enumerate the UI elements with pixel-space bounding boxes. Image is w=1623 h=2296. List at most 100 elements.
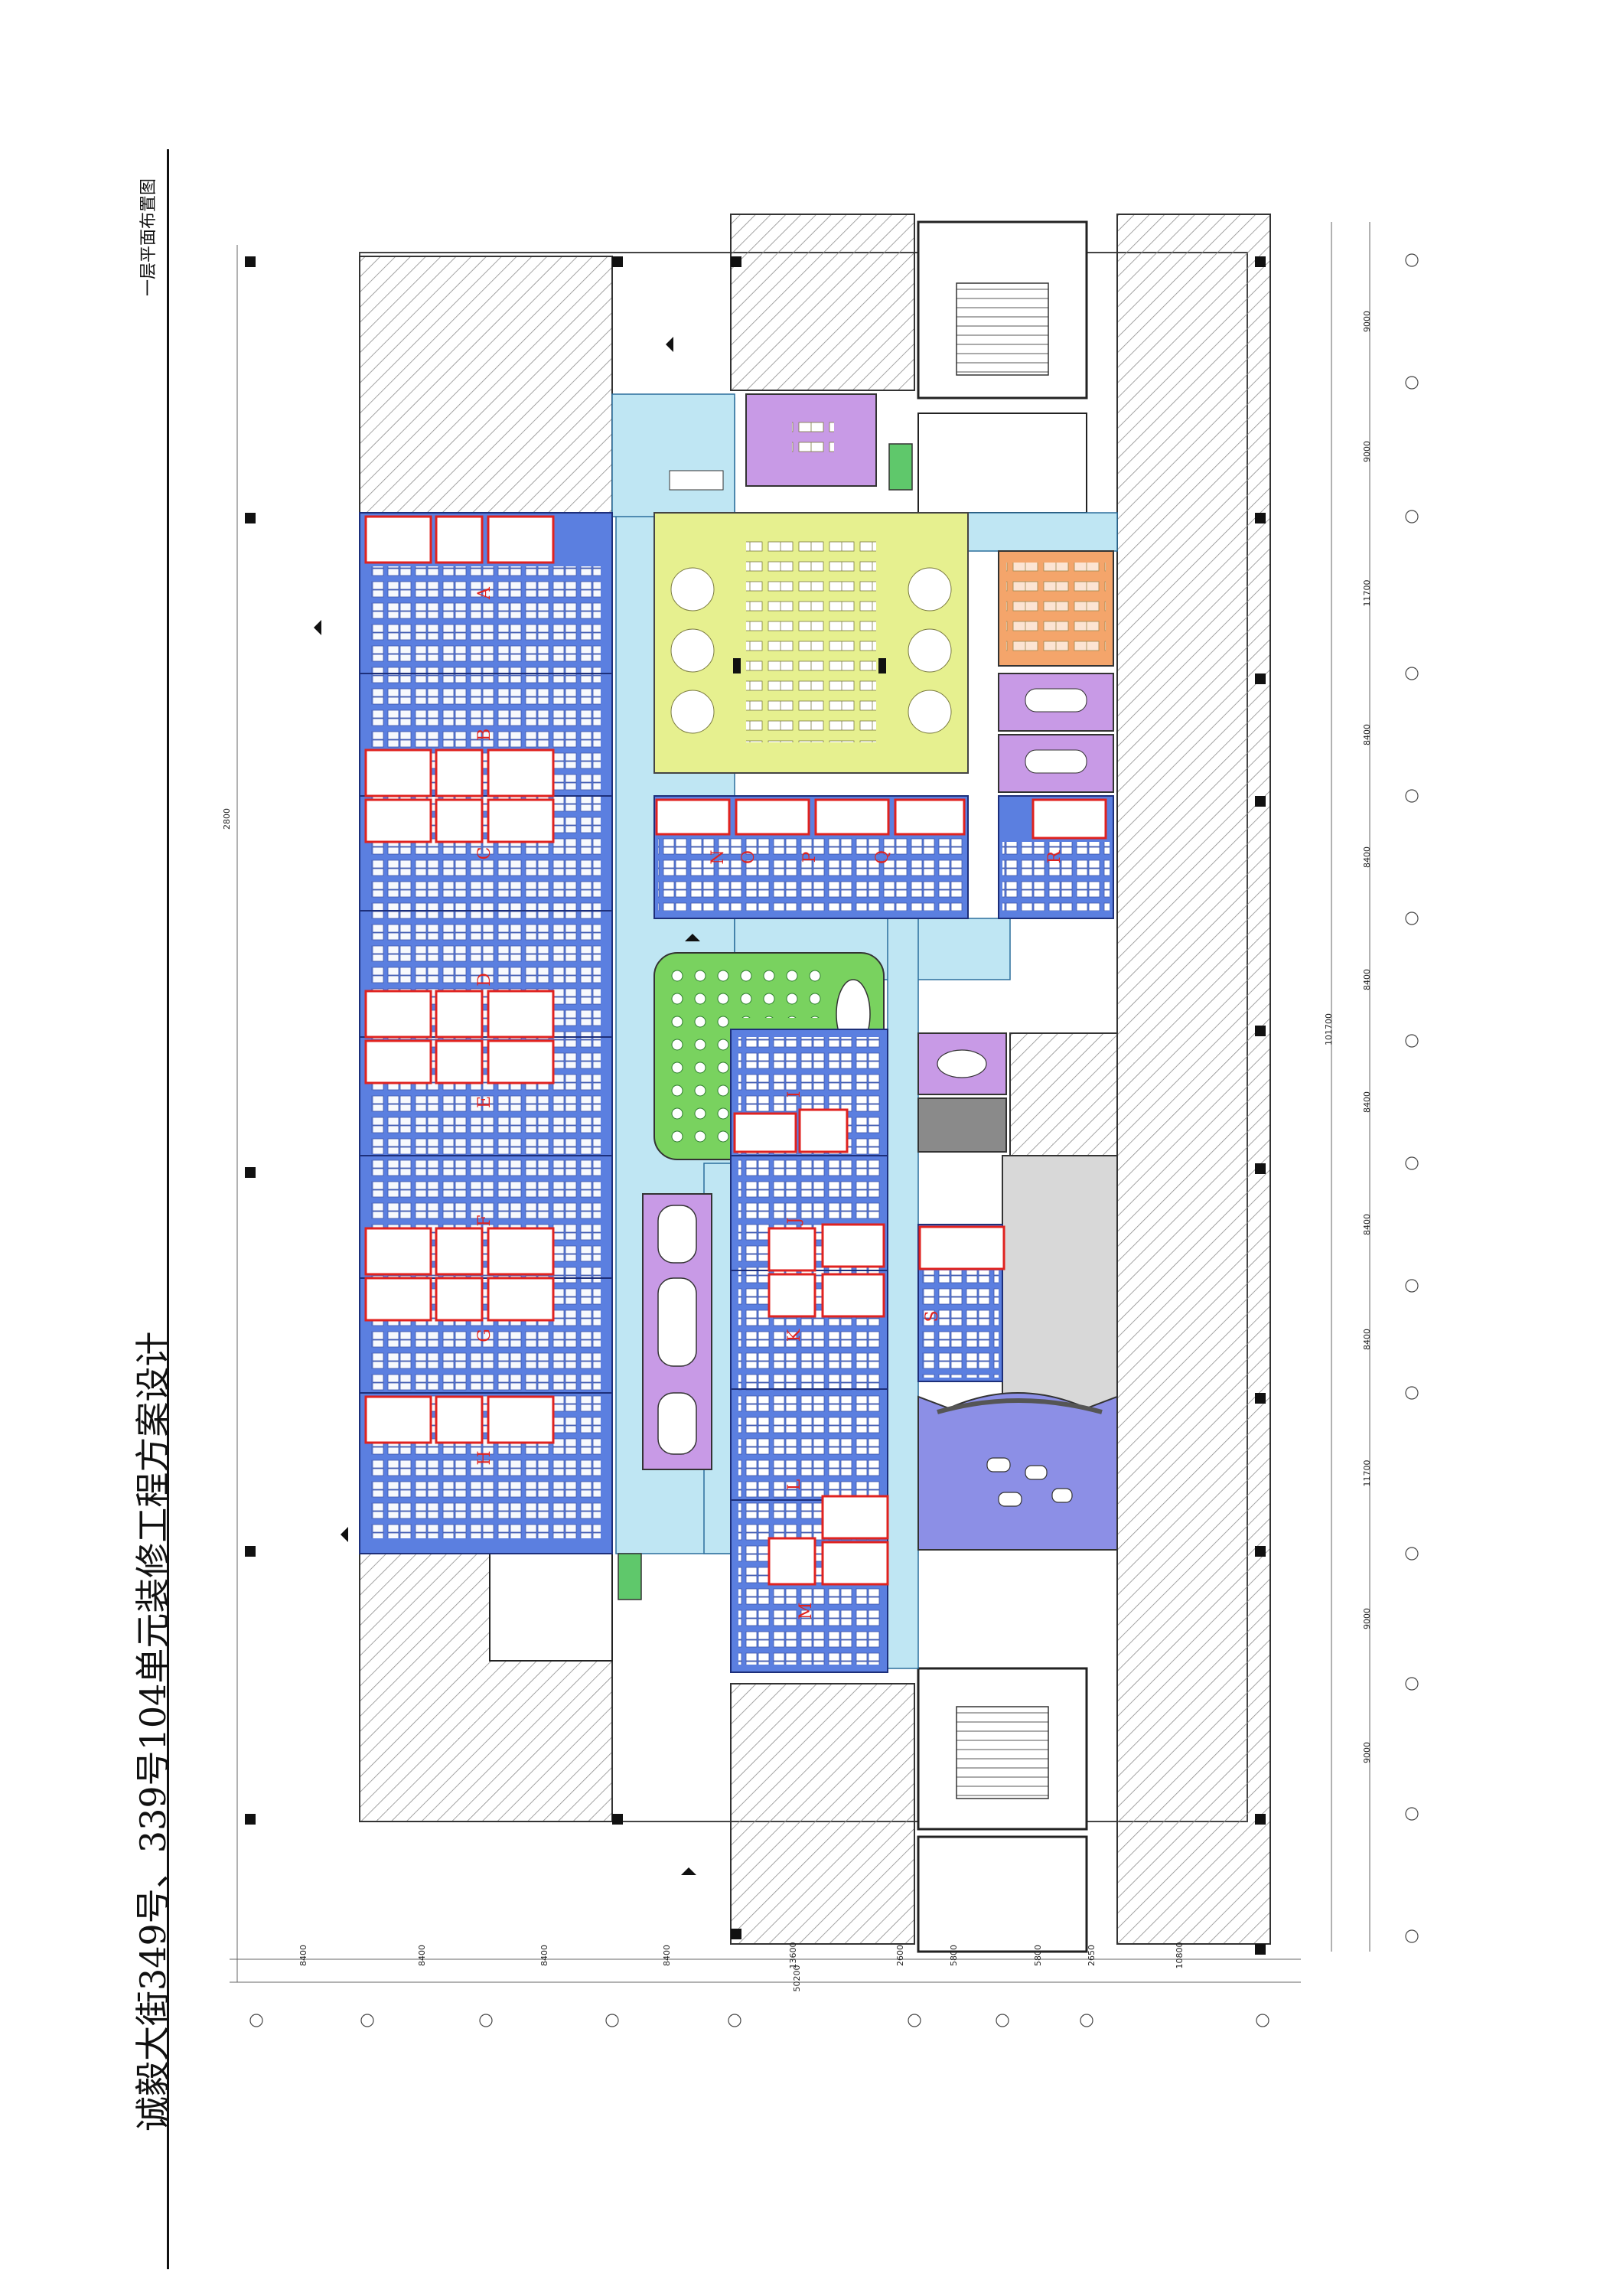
column bbox=[733, 658, 741, 673]
meeting-room-east-1 bbox=[998, 673, 1114, 732]
zone-letter: G bbox=[475, 1329, 494, 1342]
zone-letter: P bbox=[800, 851, 820, 863]
hatched-area-north-mid bbox=[730, 214, 915, 391]
private-office bbox=[768, 1273, 816, 1318]
zone-letter: K bbox=[785, 1329, 804, 1342]
dimension-label: 13600 bbox=[788, 1942, 798, 1969]
dimension-label: 8400 bbox=[417, 1945, 427, 1966]
zone-letter: C bbox=[475, 847, 494, 860]
entrance-arrow bbox=[685, 934, 700, 941]
office-r-desks bbox=[1002, 842, 1110, 911]
dimension-label: 9000 bbox=[1362, 311, 1372, 332]
private-office bbox=[435, 748, 484, 797]
zone-letter: J bbox=[785, 1218, 804, 1226]
dimension-label: 2600 bbox=[895, 1945, 905, 1966]
reception-desk bbox=[669, 470, 724, 491]
zone-letter: H bbox=[475, 1450, 494, 1465]
dimension-label: 8400 bbox=[1362, 1091, 1372, 1113]
private-office bbox=[435, 798, 484, 843]
private-office bbox=[364, 798, 432, 843]
entrance-lobby bbox=[611, 393, 735, 517]
dimension-label: 2650 bbox=[1087, 1945, 1097, 1966]
server-room bbox=[917, 1097, 1007, 1153]
axis-bubbles bbox=[249, 253, 1419, 2027]
open-office-north bbox=[653, 512, 969, 774]
private-office bbox=[487, 1227, 555, 1276]
private-office bbox=[364, 1395, 432, 1444]
private-office bbox=[364, 1039, 432, 1084]
private-office bbox=[435, 1395, 484, 1444]
open-office-desks bbox=[746, 536, 876, 742]
meeting-row-desks bbox=[658, 834, 964, 911]
small-meeting-room bbox=[917, 1032, 1007, 1095]
meeting-table bbox=[1025, 749, 1087, 774]
zone-letter: I bbox=[785, 1091, 804, 1098]
center-offices bbox=[730, 1029, 889, 1673]
north-meeting-rooms bbox=[653, 795, 969, 919]
private-office bbox=[435, 1227, 484, 1276]
private-office bbox=[733, 1112, 797, 1153]
zone-letter-labels: A B C D E F G H I J K L M N O P Q R S bbox=[475, 586, 1064, 1619]
private-office bbox=[821, 1223, 885, 1268]
reception-hall bbox=[917, 1392, 1118, 1551]
right-dimensions: 9000 9000 11700 8400 8400 8400 8400 8400… bbox=[222, 311, 1372, 1763]
stair-south bbox=[956, 1706, 1049, 1799]
hatched-area-northwest bbox=[359, 256, 613, 514]
bottom-dimensions: 8400 8400 8400 8400 13600 2600 5800 5800… bbox=[298, 1942, 1185, 1992]
private-office bbox=[364, 990, 432, 1039]
dimension-label: 8400 bbox=[1362, 1329, 1372, 1350]
dimension-label: 9000 bbox=[1362, 441, 1372, 462]
private-office bbox=[487, 748, 555, 797]
west-meeting-stack bbox=[618, 1193, 712, 1600]
zone-letter: F bbox=[475, 1215, 494, 1226]
private-office bbox=[768, 1227, 816, 1272]
dimension-label: 8400 bbox=[1362, 1214, 1372, 1235]
zone-letter: B bbox=[475, 729, 494, 741]
dimension-label: 5800 bbox=[1033, 1945, 1043, 1966]
reception-sofas bbox=[986, 1457, 1073, 1507]
east-mid-rooms bbox=[917, 1032, 1007, 1382]
zone-letter: R bbox=[1045, 850, 1064, 863]
private-office bbox=[821, 1495, 889, 1540]
title-divider-rule bbox=[167, 149, 169, 2269]
meeting-table bbox=[657, 1277, 697, 1367]
toilet-block-east bbox=[1002, 1155, 1118, 1409]
private-office bbox=[894, 798, 966, 836]
private-office bbox=[435, 990, 484, 1039]
entrance-arrow bbox=[666, 337, 673, 352]
entrance-arrow bbox=[341, 1527, 348, 1542]
lounge-seating-north bbox=[735, 964, 826, 1018]
entrance-arrow bbox=[681, 1867, 696, 1875]
zone-letter: D bbox=[475, 973, 494, 987]
dimension-label: 8400 bbox=[1362, 969, 1372, 990]
dimension-label: 10800 bbox=[1175, 1942, 1185, 1969]
dimension-total: 50200 bbox=[792, 1965, 802, 1992]
private-office bbox=[435, 515, 484, 564]
axis-grid-lines bbox=[230, 222, 1370, 1983]
column bbox=[878, 658, 886, 673]
lift-core-south bbox=[917, 1835, 1088, 1953]
west-office-wing bbox=[359, 512, 613, 1554]
lounge-seating-west bbox=[662, 964, 731, 1148]
washroom-north bbox=[917, 413, 1087, 514]
zone-letter: A bbox=[475, 586, 494, 600]
private-office bbox=[435, 1039, 484, 1084]
dimension-total: 101700 bbox=[1324, 1013, 1334, 1045]
private-office bbox=[364, 748, 432, 797]
west-private-offices bbox=[364, 515, 555, 1444]
office-s-desks bbox=[922, 1270, 999, 1378]
dimension-label: 5800 bbox=[949, 1945, 959, 1966]
open-office-pods bbox=[670, 567, 952, 734]
dimension-label: 8400 bbox=[539, 1945, 549, 1966]
reception-floor bbox=[917, 1392, 1118, 1551]
zone-letter: O bbox=[739, 850, 758, 864]
private-office bbox=[1031, 798, 1107, 840]
private-office bbox=[487, 1395, 555, 1444]
corridor-east-spine bbox=[887, 918, 919, 1669]
zone-letter: Q bbox=[873, 850, 892, 864]
washroom-southwest bbox=[489, 1553, 613, 1662]
hatched-area-south-mid bbox=[730, 1683, 915, 1945]
center-private-offices bbox=[733, 1108, 889, 1586]
reception-counter bbox=[937, 1398, 1103, 1414]
meeting-table bbox=[937, 1049, 987, 1078]
